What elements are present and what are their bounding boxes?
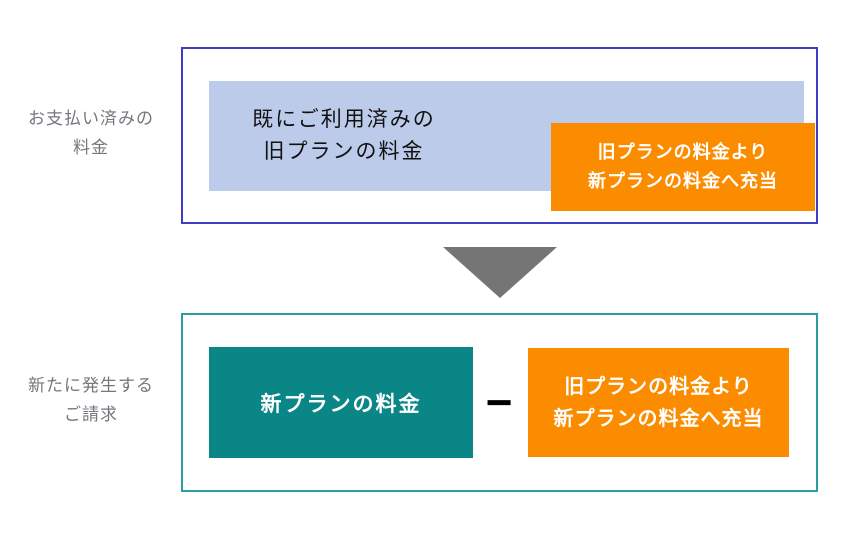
minus-sign: − bbox=[473, 377, 525, 427]
new-billing-box: 新プランの料金 − 旧プランの料金より 新プランの料金へ充当 bbox=[181, 313, 818, 492]
paid-charges-label-line1: お支払い済みの bbox=[28, 109, 154, 128]
new-billing-label-line2: ご請求 bbox=[64, 405, 118, 424]
applied-amount-new-line1: 旧プランの料金より bbox=[564, 375, 753, 398]
new-plan-charge-box: 新プランの料金 bbox=[209, 347, 473, 458]
new-billing-label-line1: 新たに発生する bbox=[28, 376, 154, 395]
old-plan-used-box: 既にご利用済みの 旧プランの料金 旧プランの料金より 新プランの料金へ充当 bbox=[209, 81, 815, 211]
old-plan-used-text-line2: 旧プランの料金 bbox=[263, 140, 425, 163]
new-billing-label: 新たに発生する ご請求 bbox=[0, 371, 182, 429]
applied-amount-box-new: 旧プランの料金より 新プランの料金へ充当 bbox=[528, 348, 789, 457]
new-plan-charge-text: 新プランの料金 bbox=[260, 392, 422, 416]
paid-charges-label-line2: 料金 bbox=[73, 138, 109, 157]
applied-amount-new-line2: 新プランの料金へ充当 bbox=[553, 407, 764, 430]
paid-charges-label: お支払い済みの 料金 bbox=[0, 104, 182, 162]
applied-amount-box-paid: 旧プランの料金より 新プランの料金へ充当 bbox=[551, 123, 815, 211]
down-arrow-icon bbox=[443, 247, 557, 298]
old-plan-used-text: 既にご利用済みの 旧プランの料金 bbox=[209, 81, 479, 191]
minus-sign-glyph: − bbox=[485, 376, 513, 428]
applied-amount-paid-line1: 旧プランの料金より bbox=[597, 142, 769, 162]
paid-charges-box: 既にご利用済みの 旧プランの料金 旧プランの料金より 新プランの料金へ充当 bbox=[181, 47, 818, 224]
applied-amount-paid-line2: 新プランの料金へ充当 bbox=[588, 171, 778, 191]
old-plan-used-text-line1: 既にご利用済みの bbox=[252, 108, 436, 131]
